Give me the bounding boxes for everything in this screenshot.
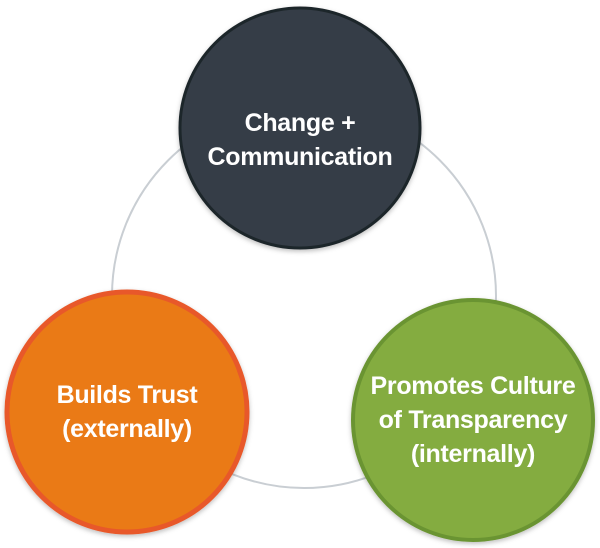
node-label-promotes-culture: Promotes Culture of Transparency (intern… [346, 340, 600, 500]
node-label-change-communication: Change + Communication [170, 60, 430, 220]
node-circle-builds-trust [4, 289, 250, 535]
node-label-line: Promotes Culture [370, 372, 576, 400]
node-label-line: (externally) [62, 415, 192, 443]
node-label-line: of Transparency [378, 406, 568, 434]
node-label-line: (internally) [410, 440, 536, 468]
node-label-line: Communication [207, 143, 393, 171]
node-circle-change-communication [178, 6, 422, 250]
node-label-line: Change + [244, 109, 356, 137]
node-label-builds-trust: Builds Trust (externally) [0, 332, 254, 492]
node-label-line: Builds Trust [56, 381, 198, 409]
node-circle-promotes-culture [351, 298, 595, 542]
